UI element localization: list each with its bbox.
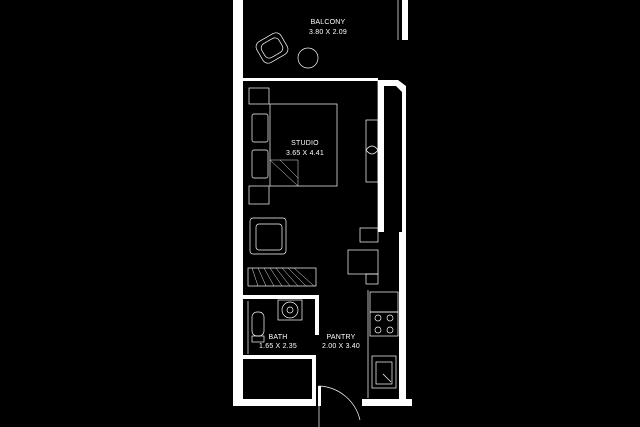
bathroom-fixtures <box>247 299 303 354</box>
armchair <box>249 217 287 255</box>
kitchen-sink <box>371 355 397 389</box>
balcony-label: BALCONY <box>311 19 346 26</box>
bath-label: BATH <box>269 334 288 341</box>
bath-size: 1.65 X 2.35 <box>259 343 297 350</box>
bed-pillows <box>251 113 269 179</box>
wardrobe <box>247 267 317 287</box>
bathroom-walls <box>243 295 319 399</box>
pantry-size: 2.00 X 3.40 <box>322 343 360 350</box>
pantry-label: PANTRY <box>327 334 356 341</box>
studio-label: STUDIO <box>291 140 319 147</box>
balcony-armchair <box>255 32 289 64</box>
outer-walls <box>233 0 412 406</box>
kitchen-counter <box>367 290 399 398</box>
studio-size: 3.65 X 4.41 <box>286 150 324 157</box>
bed <box>269 103 338 187</box>
tv-unit <box>365 119 379 183</box>
balcony-side-table <box>297 47 319 69</box>
cooktop <box>374 314 394 334</box>
dining-table <box>347 227 379 285</box>
balcony-size: 3.80 X 2.09 <box>309 29 347 36</box>
nightstands <box>248 87 270 205</box>
entrance-door <box>318 385 361 427</box>
